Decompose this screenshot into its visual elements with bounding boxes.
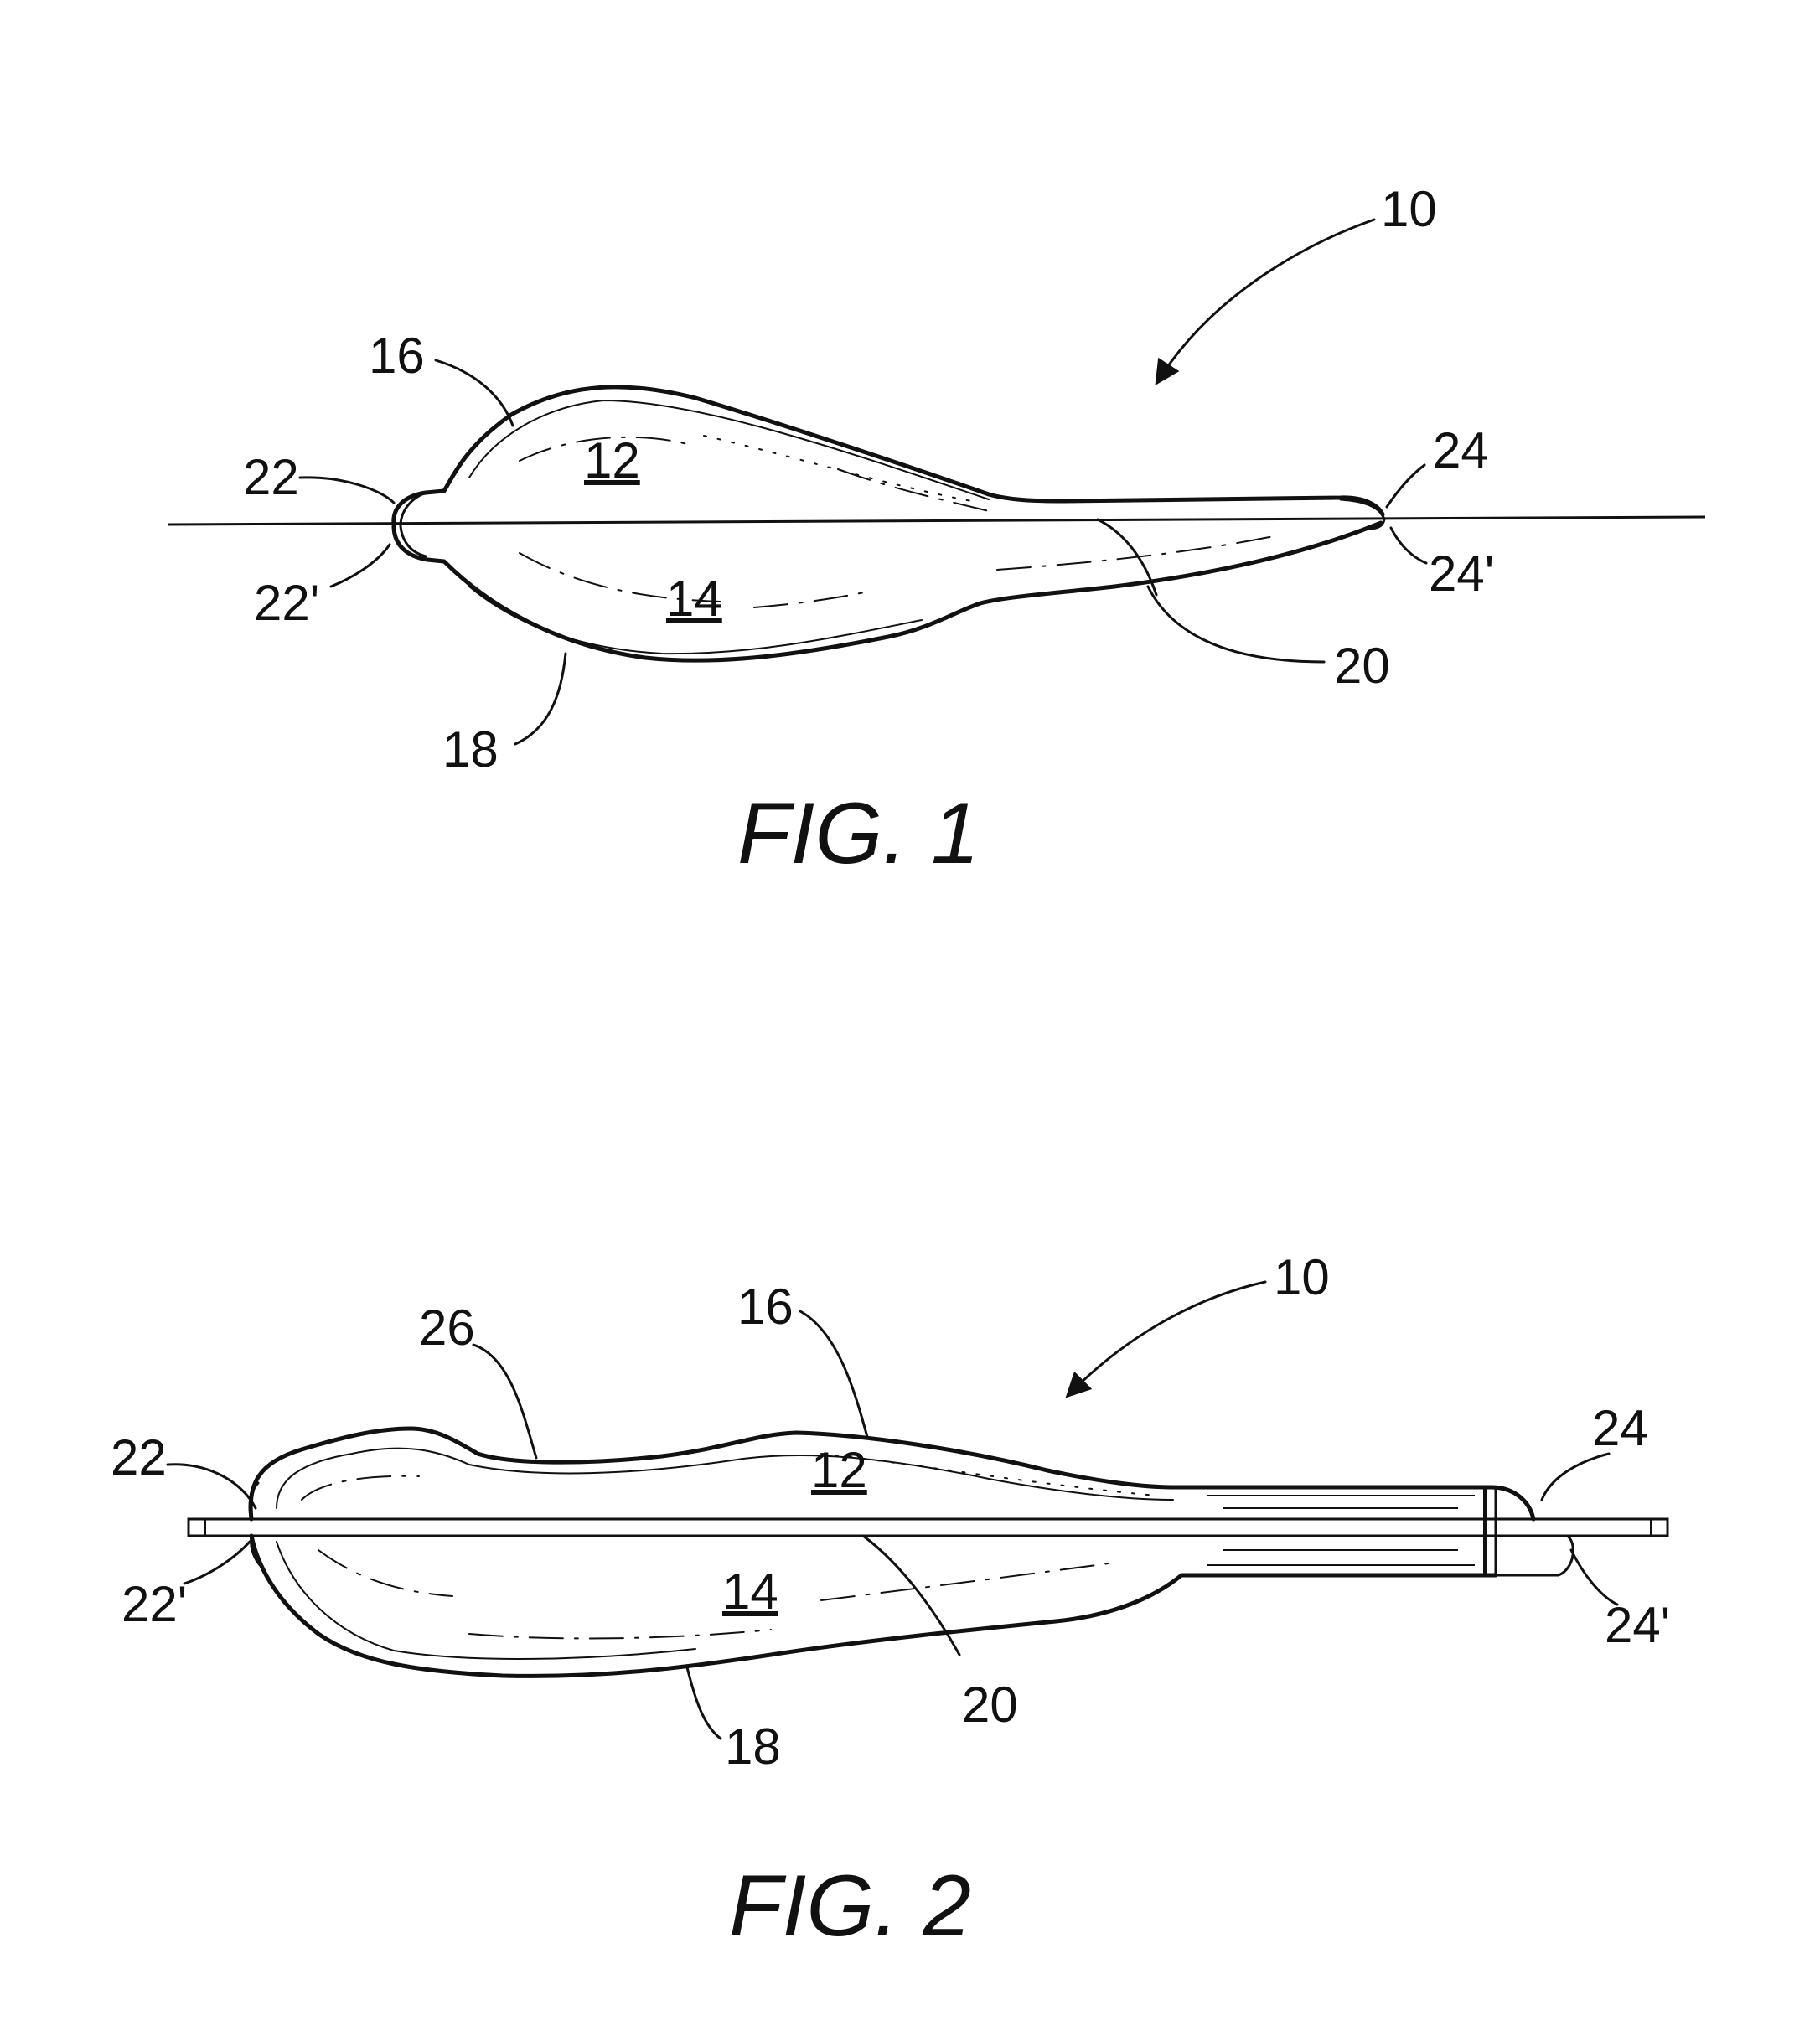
fig1-leader-16 xyxy=(436,360,513,426)
fig2-leader-22 xyxy=(168,1465,256,1508)
fig2-lower-dash-line-2 xyxy=(821,1563,1114,1600)
fig2-lower-dash-line xyxy=(318,1550,452,1596)
fig1-leader-24 xyxy=(1387,465,1424,507)
fig2-ref-12: 12 xyxy=(811,1442,867,1498)
fig2-ref-10: 10 xyxy=(1274,1249,1330,1305)
figure-1: 10 16 12 22 22' 14 18 20 24 24' FIG. 1 xyxy=(168,181,1705,882)
fig1-ref-16: 16 xyxy=(369,328,425,384)
fig1-ref-10: 10 xyxy=(1381,181,1437,237)
fig2-lower-bladder-outline xyxy=(251,1536,1496,1676)
fig2-leader-10 xyxy=(1073,1282,1265,1391)
fig2-ref-16: 16 xyxy=(737,1279,794,1335)
fig2-rear-tip-upper xyxy=(1496,1487,1533,1519)
fig1-leader-20 xyxy=(1148,587,1324,662)
fig1-ref-12: 12 xyxy=(584,432,640,488)
fig2-ref-22: 22 xyxy=(111,1429,167,1486)
fig2-leader-16 xyxy=(800,1311,867,1437)
figure-2: 10 16 26 12 22 22' 14 20 18 24 24' FIG. … xyxy=(111,1249,1670,1955)
fig2-upper-bladder-outline xyxy=(251,1429,1533,1519)
fig1-leader-10 xyxy=(1161,220,1374,377)
fig2-upper-inner-line xyxy=(277,1449,1173,1508)
fig2-caption: FIG. 2 xyxy=(729,1858,971,1955)
fig1-axis-line xyxy=(168,517,1705,525)
fig1-ref-20: 20 xyxy=(1334,638,1390,694)
fig1-upper-hatch xyxy=(838,469,989,511)
fig2-center-plate xyxy=(189,1519,1667,1536)
fig1-ref-18: 18 xyxy=(442,721,499,778)
fig2-lower-dash-line-3 xyxy=(469,1630,771,1638)
fig1-leader-24p xyxy=(1391,528,1426,563)
fig2-ref-24: 24 xyxy=(1592,1400,1648,1456)
fig1-leader-22p xyxy=(331,545,390,587)
fig2-leader-18 xyxy=(687,1667,721,1739)
fig1-leader-18 xyxy=(515,654,566,744)
fig2-ref-14: 14 xyxy=(722,1563,778,1620)
fig2-leader-24 xyxy=(1542,1454,1609,1500)
fig1-ref-24p: 24' xyxy=(1429,545,1494,602)
fig1-lower-bladder-outline xyxy=(394,523,1381,660)
fig2-ref-24p: 24' xyxy=(1605,1597,1670,1653)
fig2-ref-22p: 22' xyxy=(122,1576,187,1632)
fig1-ref-22: 22 xyxy=(243,449,299,505)
fig2-rear-tip-lower xyxy=(1496,1536,1573,1575)
fig2-lower-inner-line xyxy=(277,1542,695,1659)
fig2-ref-26: 26 xyxy=(419,1300,475,1356)
fig2-leader-26 xyxy=(473,1345,536,1458)
fig1-ref-24: 24 xyxy=(1433,422,1489,478)
fig1-caption: FIG. 1 xyxy=(737,785,980,882)
fig1-leader-22 xyxy=(300,478,394,503)
fig2-ref-20: 20 xyxy=(962,1677,1018,1733)
fig1-upper-bladder-outline xyxy=(394,387,1383,525)
fig1-lower-dash-line-2 xyxy=(754,591,871,607)
fig2-leader-22p xyxy=(184,1542,250,1584)
fig1-ref-22p: 22' xyxy=(254,575,319,631)
fig2-upper-dash-line xyxy=(302,1476,419,1500)
fig1-ref-14: 14 xyxy=(666,571,722,627)
fig2-ref-18: 18 xyxy=(725,1718,781,1775)
